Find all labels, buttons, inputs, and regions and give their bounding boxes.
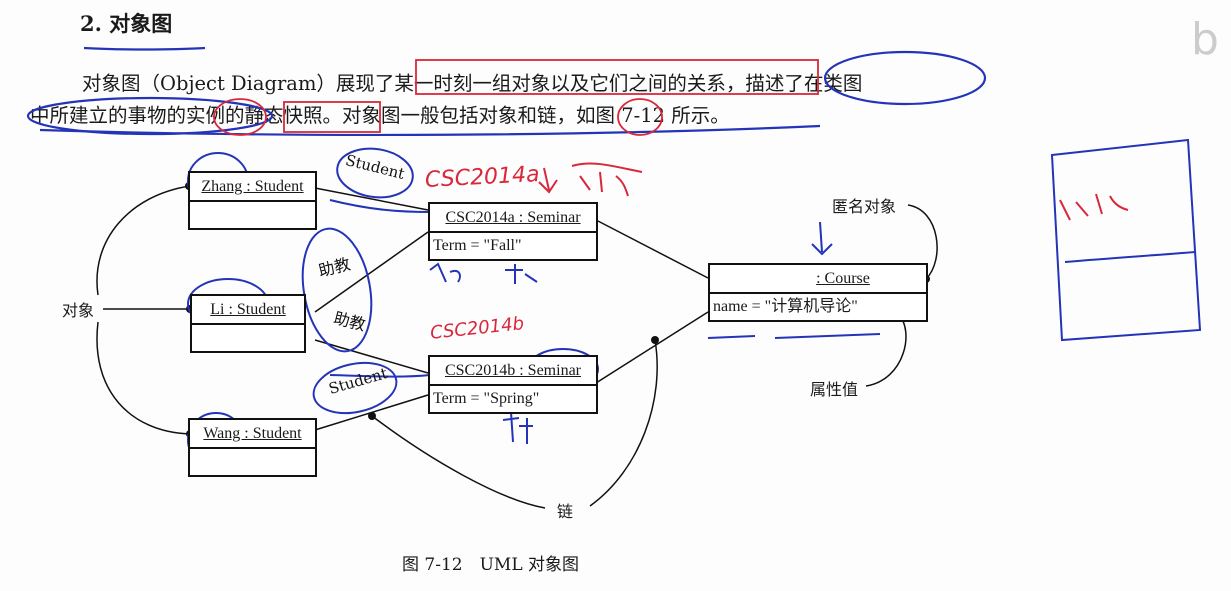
- object-zhang-student: Zhang : Student: [188, 171, 317, 230]
- section-title: 对象图: [109, 11, 173, 36]
- blue-paragraph-marks: [26, 46, 987, 137]
- label-attribute-value: 属性值: [810, 380, 859, 399]
- link-a-course: [595, 219, 709, 279]
- link-li-b: [314, 339, 429, 374]
- paragraph-line-1: 对象图（Object Diagram）展现了某一时刻一组对象以及它们之间的关系，…: [82, 72, 863, 95]
- blue-diagram-marks: [187, 138, 1202, 468]
- object-csc2014b-seminar: CSC2014b : Seminar Term = "Spring": [428, 355, 598, 414]
- object-name: Zhang : Student: [190, 173, 315, 202]
- object-name: Wang : Student: [190, 420, 315, 449]
- section-number: 2.: [80, 11, 102, 36]
- link-b-course: [595, 311, 709, 384]
- link-li-a: [314, 231, 429, 313]
- red-paragraph-marks: [213, 59, 819, 136]
- object-name: Li : Student: [192, 296, 304, 325]
- section-heading: 2. 对象图: [80, 8, 172, 38]
- figure-caption: 图 7-12 UML 对象图: [402, 555, 580, 575]
- label-anonymous-object: 匿名对象: [832, 197, 897, 216]
- object-attribute-name: name = "计算机导论": [713, 298, 858, 315]
- object-name: CSC2014b : Seminar: [430, 357, 596, 386]
- object-li-student: Li : Student: [190, 294, 306, 353]
- object-wang-student: Wang : Student: [188, 418, 317, 477]
- object-attribute-term: Term = "Spring": [433, 390, 540, 407]
- label-object: 对象: [62, 301, 95, 320]
- object-attributes-empty: [190, 202, 315, 228]
- label-link: 链: [557, 502, 574, 521]
- object-csc2014a-seminar: CSC2014a : Seminar Term = "Fall": [428, 202, 598, 261]
- object-attributes-empty: [190, 449, 315, 475]
- object-name: CSC2014a : Seminar: [430, 204, 596, 233]
- link-lines: [96, 185, 938, 509]
- object-name: : Course: [710, 265, 926, 294]
- object-anonymous-course: : Course name = "计算机导论": [708, 263, 928, 322]
- link-zhang-a: [314, 187, 429, 211]
- object-attribute-term: Term = "Fall": [433, 237, 522, 254]
- watermark-logo-icon: b: [1191, 14, 1219, 65]
- object-attributes-empty: [192, 325, 304, 351]
